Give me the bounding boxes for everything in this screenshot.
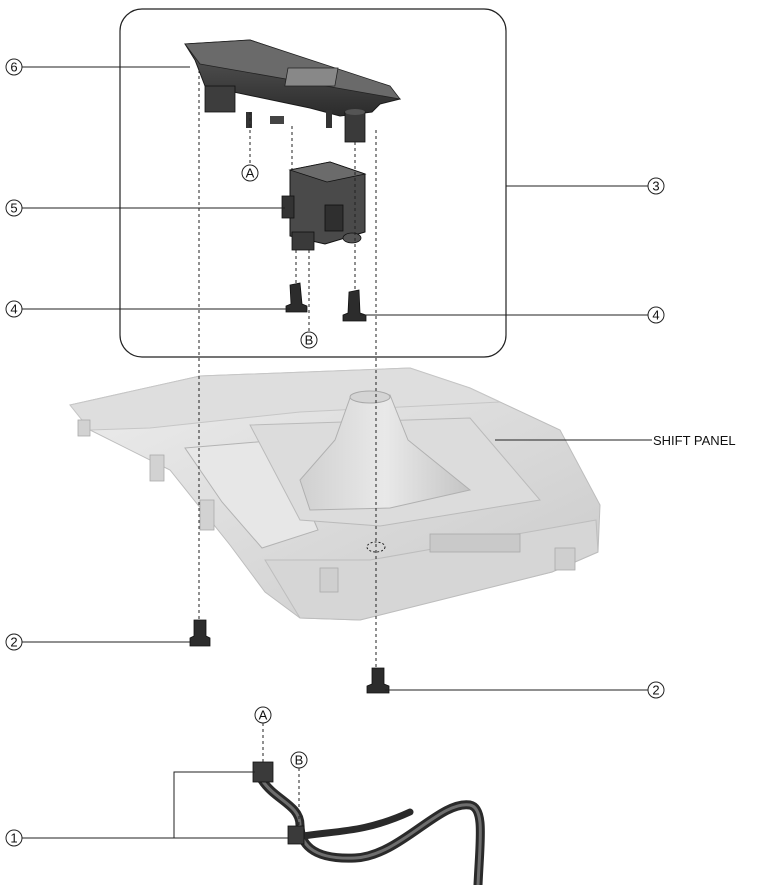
- svg-text:A: A: [246, 166, 255, 181]
- subassembly-group-frame: [119, 8, 507, 358]
- connector-callout-a-top: A: [241, 164, 259, 182]
- switch-bezel-housing-part: [184, 39, 402, 143]
- svg-text:1: 1: [10, 831, 17, 846]
- bottom-screw-right-part: [366, 667, 390, 694]
- svg-text:B: B: [295, 753, 304, 768]
- callout-5: 5: [5, 199, 23, 217]
- connector-callout-a-bottom: A: [254, 706, 272, 724]
- bottom-screw-left-part: [189, 619, 211, 647]
- shift-panel-label: SHIFT PANEL: [653, 433, 736, 448]
- callout-2-right: 2: [647, 681, 665, 699]
- svg-text:A: A: [259, 708, 268, 723]
- screw-left-part: [285, 282, 308, 313]
- connector-callout-b-top: B: [300, 331, 318, 349]
- connector-callout-b-bottom: B: [290, 751, 308, 769]
- wiring-harness-part: [252, 761, 485, 885]
- svg-text:5: 5: [10, 201, 17, 216]
- svg-text:B: B: [305, 333, 314, 348]
- callout-4-right: 4: [647, 306, 665, 324]
- callout-3: 3: [647, 177, 665, 195]
- callout-6: 6: [5, 58, 23, 76]
- svg-text:2: 2: [652, 683, 659, 698]
- callout-2-left: 2: [5, 633, 23, 651]
- shift-panel-part: [69, 367, 601, 621]
- svg-text:4: 4: [652, 308, 659, 323]
- alignment-lines: [198, 70, 377, 826]
- svg-text:2: 2: [10, 635, 17, 650]
- switch-module-part: [281, 161, 367, 251]
- callout-1: 1: [5, 829, 23, 847]
- svg-text:6: 6: [10, 60, 17, 75]
- callout-4-left: 4: [5, 300, 23, 318]
- leader-lines: [22, 66, 652, 839]
- screw-right-part: [342, 289, 367, 322]
- svg-text:3: 3: [652, 179, 659, 194]
- svg-text:4: 4: [10, 302, 17, 317]
